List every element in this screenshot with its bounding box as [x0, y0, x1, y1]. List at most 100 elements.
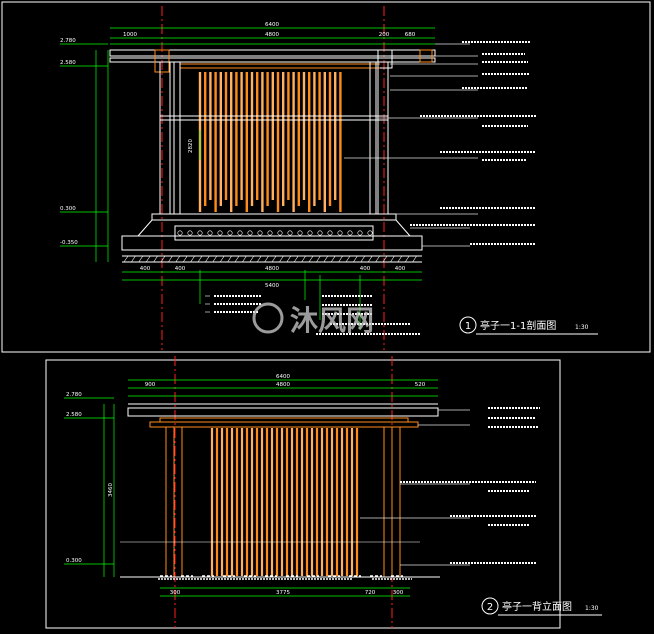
ground-hatch — [123, 255, 129, 263]
dim-bot-b-2: 3775 — [276, 590, 290, 596]
dim-bot-e-1: 400 — [395, 266, 406, 272]
dim-bot-d-1: 400 — [360, 266, 371, 272]
dim-top-c-1: 200 — [379, 32, 390, 38]
annotation-text-1 — [214, 41, 536, 335]
gravel-mark — [277, 230, 283, 236]
gravel-hatch — [123, 230, 417, 263]
ground-hatch — [249, 255, 255, 263]
ground-hatch — [323, 255, 329, 263]
elev-beam-1: 2.580 — [60, 60, 76, 66]
ground-hatch — [153, 255, 158, 263]
ground-hatch — [412, 255, 417, 263]
gravel-mark — [197, 230, 203, 236]
dim-top-b-2: 4800 — [276, 382, 290, 388]
watermark: 沐风网 — [252, 302, 374, 337]
gravel-mark — [327, 230, 333, 236]
dim-bot-c-1: 4800 — [265, 266, 279, 272]
gravel-mark — [357, 230, 363, 236]
roof-elevation — [127, 403, 439, 428]
title-scale-1: 1:30 — [575, 324, 589, 331]
dim-top-d-1: 680 — [405, 32, 416, 38]
title-number-1: 1 — [465, 321, 471, 332]
ground-hatch — [234, 255, 240, 263]
roof-section — [109, 49, 436, 73]
ground-hatch — [330, 255, 336, 263]
dimension-lines-1 — [60, 27, 435, 330]
ground-hatch — [353, 255, 358, 263]
dim-top-total-2: 6400 — [276, 374, 290, 380]
annotation-text-2 — [158, 407, 540, 580]
ground-hatch — [360, 255, 366, 263]
ground-hatch — [293, 255, 299, 263]
ground-hatch — [190, 255, 195, 263]
dimension-lines-2 — [64, 379, 438, 597]
dim-bot-c-2: 720 — [365, 590, 376, 596]
gravel-mark — [217, 230, 223, 236]
ground-hatch — [286, 255, 292, 263]
dim-height-2: 3460 — [108, 483, 114, 497]
gravel-mark — [367, 230, 373, 236]
foundation-section — [121, 213, 423, 263]
dim-bot-b-1: 400 — [175, 266, 186, 272]
gravel-mark — [177, 230, 183, 236]
title-text-2: 亭子一背立面图 — [502, 600, 572, 613]
gravel-mark — [347, 230, 353, 236]
elev-top-2: 2.780 — [66, 392, 82, 398]
gravel-mark — [227, 230, 233, 236]
ground-hatch — [375, 255, 380, 263]
ground-hatch — [256, 255, 262, 263]
gravel-mark — [247, 230, 253, 236]
drawing-frame-1 — [1, 1, 651, 353]
ground-hatch — [212, 255, 218, 263]
ground-hatch — [219, 255, 225, 263]
gravel-mark — [237, 230, 243, 236]
leader-lines-1 — [205, 43, 478, 313]
gravel-mark — [297, 230, 303, 236]
ground-hatch — [227, 255, 232, 263]
ground-hatch — [205, 255, 210, 263]
dim-top-a-1: 1000 — [123, 32, 137, 38]
ground-line-2 — [120, 541, 440, 578]
gravel-mark — [317, 230, 323, 236]
drawing-title-2: 2 亭子一背立面图 1:30 — [481, 597, 602, 616]
gravel-mark — [187, 230, 193, 236]
dim-bot-a-1: 400 — [140, 266, 151, 272]
dim-bot-a-2: 300 — [170, 590, 181, 596]
title-scale-2: 1:30 — [585, 605, 599, 612]
section-drawing-1: 6400 1000 4800 200 680 400 400 4800 400 … — [60, 22, 598, 335]
timber-slats-section — [198, 72, 342, 212]
dim-top-c-2: 520 — [415, 382, 426, 388]
elev-top-1: 2.780 — [60, 38, 76, 44]
ground-hatch — [338, 255, 343, 263]
elev-floor-1: 0.300 — [60, 206, 76, 212]
drawing-frame-2 — [45, 359, 561, 629]
gravel-mark — [287, 230, 293, 236]
ground-hatch — [271, 255, 277, 263]
elev-ground-1: -0.350 — [60, 240, 78, 246]
dim-bot-d-2: 300 — [393, 590, 404, 596]
ground-hatch — [345, 255, 351, 263]
ground-hatch — [390, 255, 395, 263]
elev-beam-2: 2.580 — [66, 412, 82, 418]
ground-hatch — [182, 255, 188, 263]
gravel-mark — [307, 230, 313, 236]
timber-slats-elevation — [210, 428, 359, 576]
columns-section — [159, 61, 389, 215]
ground-hatch — [301, 255, 306, 263]
ground-hatch — [168, 255, 173, 263]
gravel-mark — [257, 230, 263, 236]
ground-hatch — [264, 255, 269, 263]
bench-rail-section — [160, 115, 388, 121]
ground-hatch — [397, 255, 403, 263]
ground-hatch — [404, 255, 410, 263]
title-text-1: 亭子一1-1剖面图 — [480, 319, 556, 332]
gravel-mark — [337, 230, 343, 236]
leader-lines-2 — [360, 409, 470, 566]
elevation-drawing-2: 6400 900 4800 520 300 3775 720 300 3460 … — [64, 374, 602, 616]
elev-floor-2: 0.300 — [66, 558, 82, 564]
ground-hatch — [367, 255, 373, 263]
gravel-mark — [267, 230, 273, 236]
ground-hatch — [308, 255, 314, 263]
ground-hatch — [316, 255, 321, 263]
dim-top-total-1: 6400 — [265, 22, 279, 28]
